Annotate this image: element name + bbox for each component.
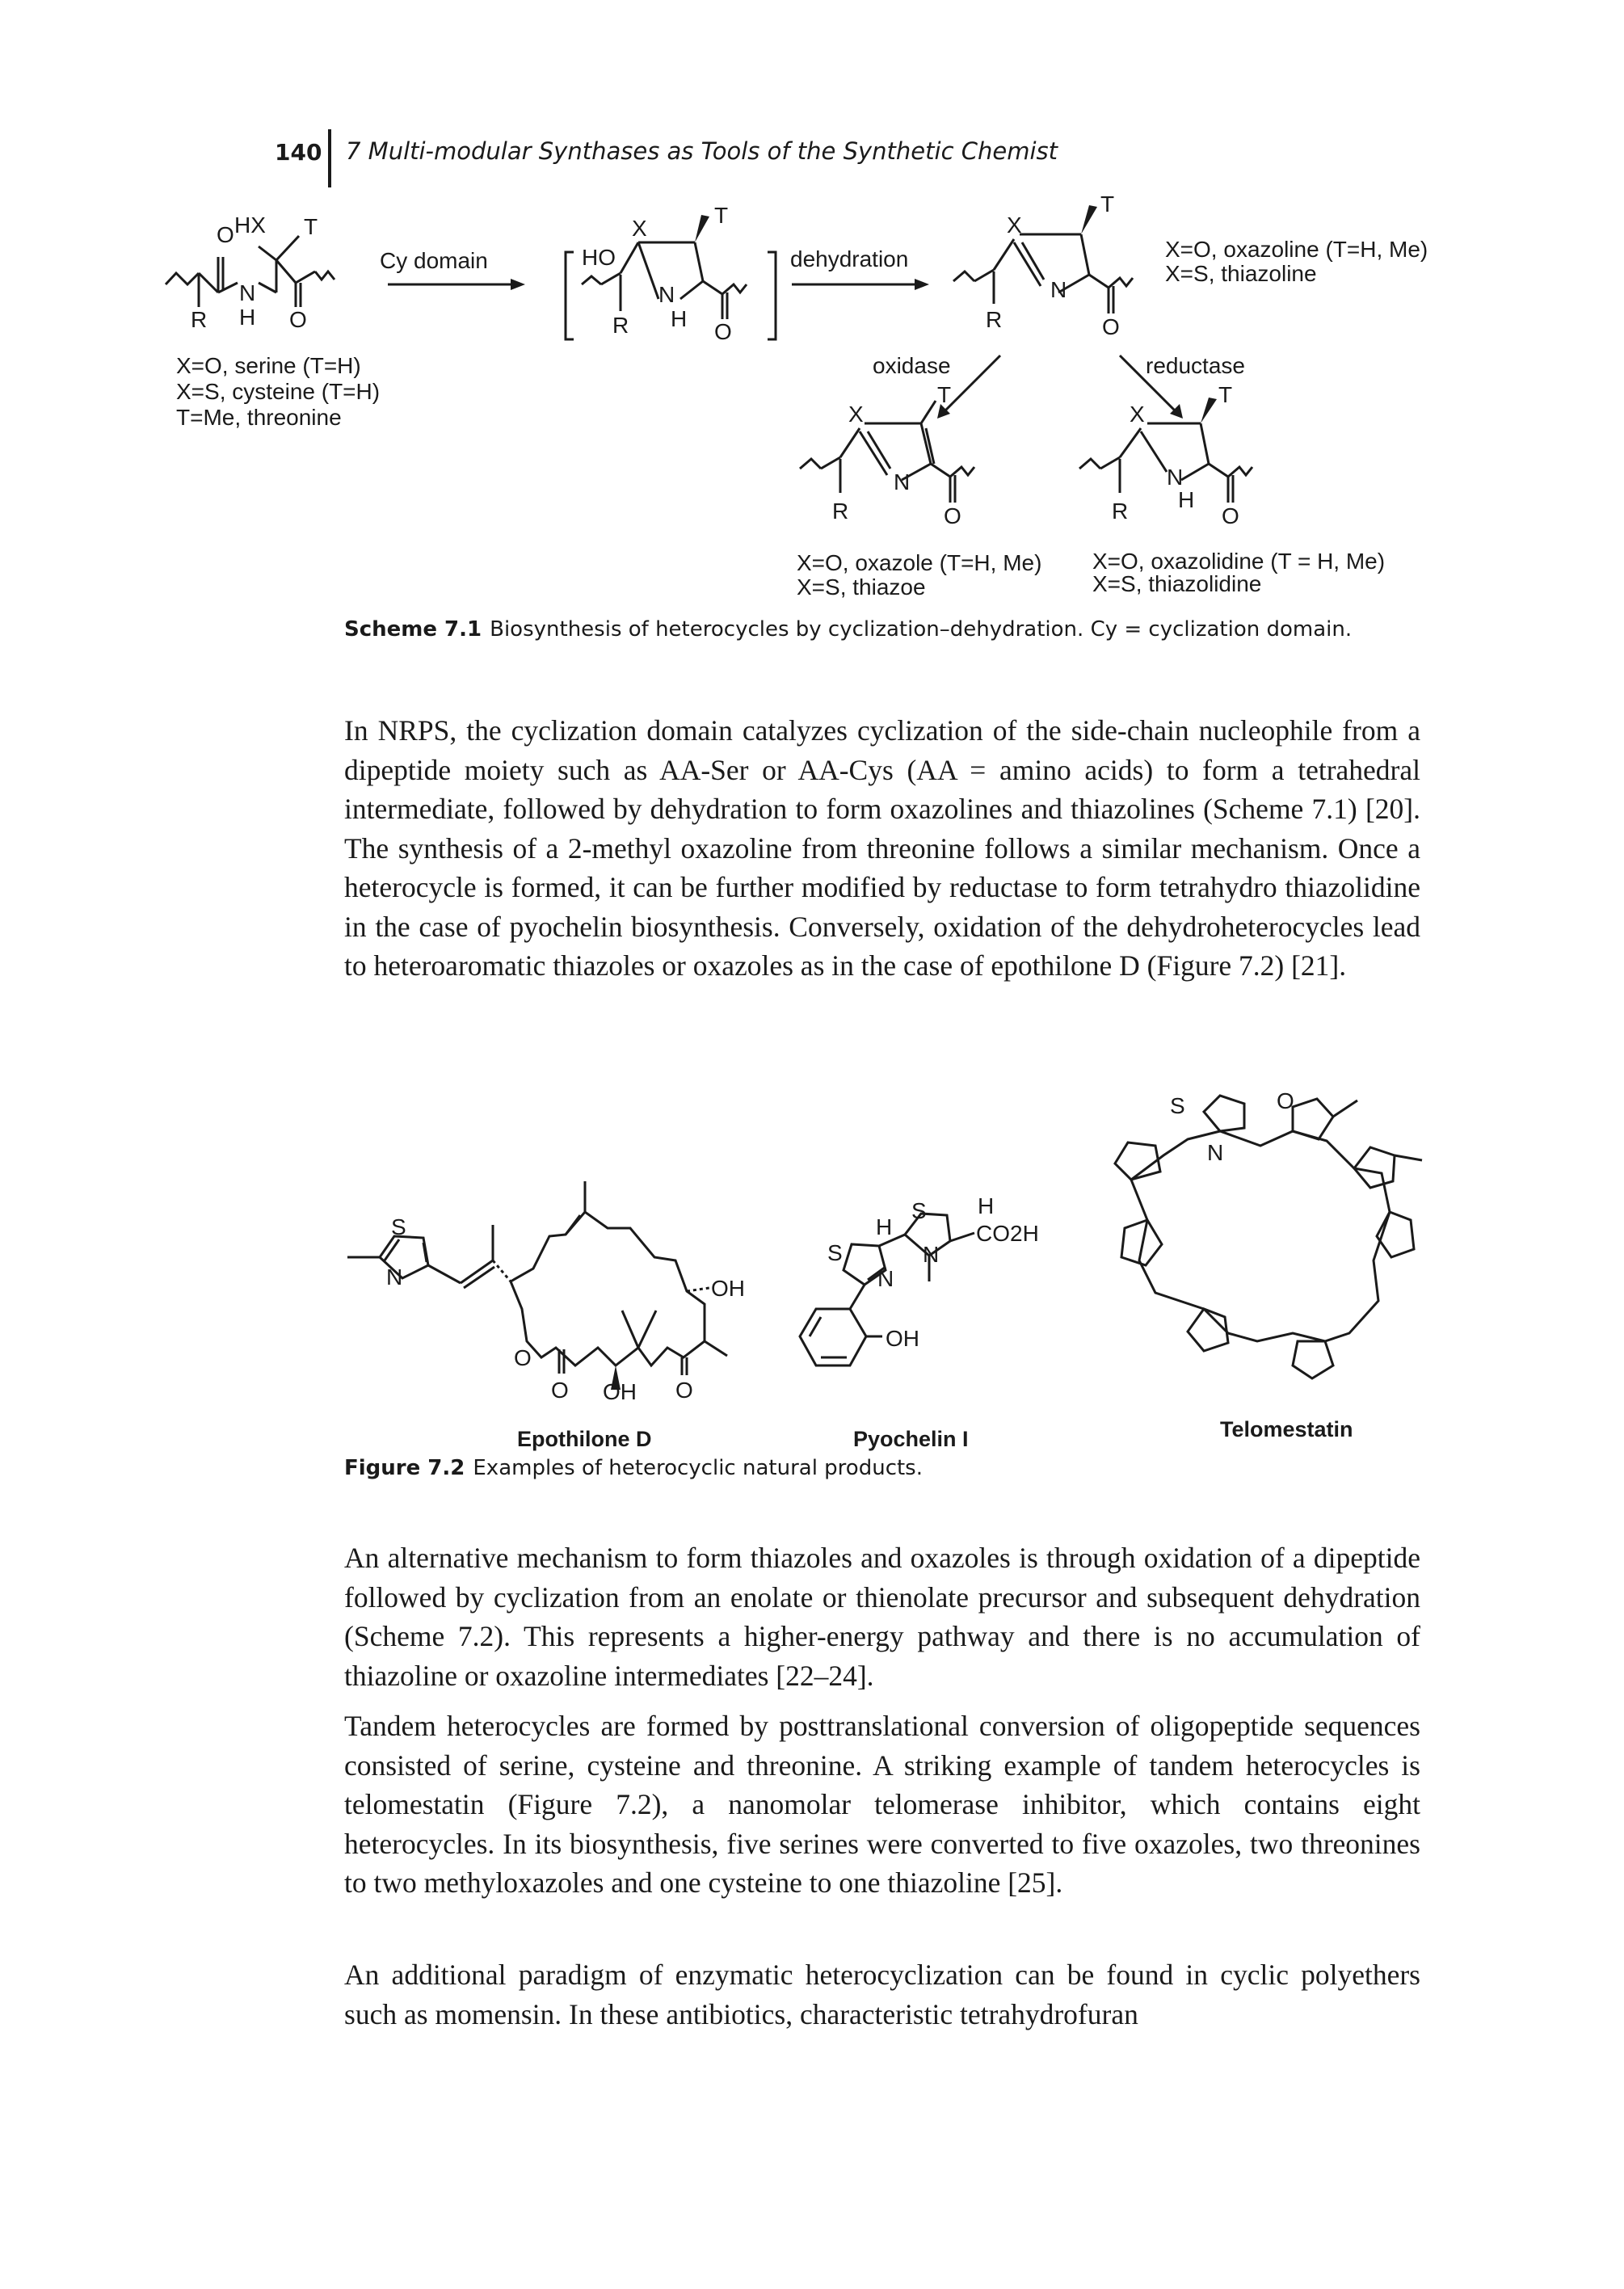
svg-text:O: O: [217, 222, 234, 247]
scheme-oxazole-legend: X=O, oxazole (T=H, Me) X=S, thiazoe: [797, 550, 1041, 600]
svg-text:T: T: [1100, 191, 1114, 217]
svg-text:N: N: [894, 469, 910, 494]
svg-text:reductase: reductase: [1146, 353, 1245, 378]
svg-text:dehydration: dehydration: [790, 246, 908, 271]
svg-text:R: R: [986, 307, 1002, 332]
svg-text:oxidase: oxidase: [873, 353, 951, 378]
running-title: 7 Multi-modular Synthases as Tools of th…: [346, 137, 1058, 165]
svg-text:X=O, oxazoline (T=H, Me): X=O, oxazoline (T=H, Me): [1165, 237, 1428, 262]
svg-text:H: H: [1178, 487, 1194, 512]
svg-text:T: T: [1218, 382, 1232, 407]
scheme-caption-label: Scheme 7.1: [344, 617, 482, 642]
svg-text:X: X: [848, 402, 864, 427]
svg-text:N: N: [658, 282, 675, 307]
scheme-oxazolidine-legend: X=O, oxazolidine (T = H, Me) X=S, thiazo…: [1092, 549, 1385, 596]
svg-text:H: H: [239, 305, 255, 330]
oxidase-arrow: oxidase: [873, 353, 1002, 419]
scheme-substrate-legend: X=O, serine (T=H) X=S, cysteine (T=H) T=…: [176, 353, 380, 430]
svg-text:O: O: [1277, 1088, 1294, 1113]
epothilone-d-structure: S N OH O O OH O: [347, 1181, 745, 1404]
scheme-oxazole: X T N R O: [799, 382, 976, 528]
svg-text:R: R: [1112, 499, 1128, 524]
figure-caption: Figure 7.2 Examples of heterocyclic natur…: [344, 1456, 923, 1480]
svg-text:O: O: [514, 1345, 532, 1370]
svg-text:S: S: [391, 1214, 406, 1239]
svg-text:X=S, thiazolidine: X=S, thiazolidine: [1092, 571, 1261, 596]
svg-text:N: N: [1167, 465, 1183, 490]
svg-text:Telomestatin: Telomestatin: [1220, 1417, 1353, 1441]
svg-text:X=O, oxazole (T=H, Me): X=O, oxazole (T=H, Me): [797, 550, 1041, 575]
svg-text:CO2H: CO2H: [976, 1221, 1039, 1246]
scheme-intermediate: HO X T N H R O: [564, 203, 777, 344]
svg-text:T: T: [937, 382, 951, 407]
svg-text:N: N: [923, 1242, 939, 1267]
svg-text:N: N: [1050, 277, 1067, 302]
scheme-caption-text: Biosynthesis of heterocycles by cyclizat…: [490, 617, 1353, 642]
paragraph-3: Tandem heterocycles are formed by posttr…: [344, 1710, 1420, 1899]
svg-text:S: S: [1170, 1093, 1185, 1118]
scheme-product-legend: X=O, oxazoline (T=H, Me) X=S, thiazoline: [1165, 237, 1428, 286]
svg-text:H: H: [978, 1193, 994, 1218]
dehydration-arrow: dehydration: [790, 246, 929, 290]
figure-compound-names: Epothilone D Pyochelin I Telomestatin: [517, 1417, 1353, 1451]
svg-text:N: N: [1207, 1140, 1223, 1165]
svg-text:R: R: [832, 499, 848, 524]
svg-text:O: O: [714, 319, 732, 344]
svg-text:Pyochelin I: Pyochelin I: [853, 1427, 969, 1451]
svg-text:X: X: [1130, 402, 1145, 427]
figure-caption-label: Figure 7.2: [344, 1456, 465, 1480]
paragraph-4: An additional paradigm of enzymatic hete…: [344, 1959, 1420, 2030]
telomestatin-structure: S O N: [1113, 1088, 1423, 1380]
svg-text:O: O: [1222, 503, 1239, 528]
svg-text:S: S: [827, 1240, 843, 1265]
header-rule: [328, 129, 331, 187]
page-number: 140: [275, 139, 322, 166]
svg-text:S: S: [911, 1198, 927, 1223]
svg-text:R: R: [191, 307, 207, 332]
cy-domain-arrow: Cy domain: [380, 248, 525, 290]
svg-text:OH: OH: [711, 1276, 745, 1301]
scheme-product-oxazoline: X T N R O: [953, 191, 1134, 339]
svg-text:O: O: [675, 1378, 693, 1403]
svg-text:T=Me, threonine: T=Me, threonine: [176, 405, 342, 430]
svg-text:O: O: [289, 307, 307, 332]
svg-text:X: X: [1007, 212, 1022, 238]
svg-text:OH: OH: [886, 1326, 919, 1351]
svg-text:X=S, thiazoe: X=S, thiazoe: [797, 574, 926, 600]
svg-text:H: H: [876, 1214, 892, 1239]
svg-text:O: O: [944, 503, 961, 528]
svg-text:O: O: [551, 1378, 569, 1403]
svg-text:T: T: [304, 214, 318, 239]
svg-text:X=S, thiazoline: X=S, thiazoline: [1165, 261, 1317, 286]
svg-text:X=O, oxazolidine (T = H, Me): X=O, oxazolidine (T = H, Me): [1092, 549, 1385, 574]
paragraph-2: An alternative mechanism to form thiazol…: [344, 1542, 1420, 1692]
svg-text:HX: HX: [234, 212, 266, 238]
scheme-substrate: O HX T N H R O: [164, 212, 336, 332]
svg-text:Cy domain: Cy domain: [380, 248, 488, 273]
reductase-arrow: reductase: [1118, 353, 1245, 419]
svg-text:T: T: [714, 203, 728, 228]
svg-text:N: N: [386, 1264, 402, 1290]
scheme-caption: Scheme 7.1 Biosynthesis of heterocycles b…: [344, 617, 1352, 642]
svg-text:X: X: [632, 216, 647, 241]
scheme-oxazolidine: X T N H R O: [1079, 382, 1254, 528]
paragraph-1: In NRPS, the cyclization domain catalyze…: [344, 714, 1420, 982]
svg-text:N: N: [877, 1266, 894, 1291]
svg-text:OH: OH: [603, 1379, 637, 1404]
pyochelin-structure: OH S N H S H N CO2H: [798, 1193, 1039, 1367]
svg-text:O: O: [1102, 314, 1120, 339]
svg-text:HO: HO: [582, 245, 616, 270]
svg-text:H: H: [671, 306, 687, 331]
figure-caption-text: Examples of heterocyclic natural product…: [473, 1456, 923, 1480]
svg-text:N: N: [239, 280, 255, 305]
svg-text:X=S, cysteine (T=H): X=S, cysteine (T=H): [176, 379, 380, 404]
svg-text:X=O, serine (T=H): X=O, serine (T=H): [176, 353, 361, 378]
svg-text:R: R: [612, 313, 629, 338]
svg-text:Epothilone D: Epothilone D: [517, 1427, 651, 1451]
